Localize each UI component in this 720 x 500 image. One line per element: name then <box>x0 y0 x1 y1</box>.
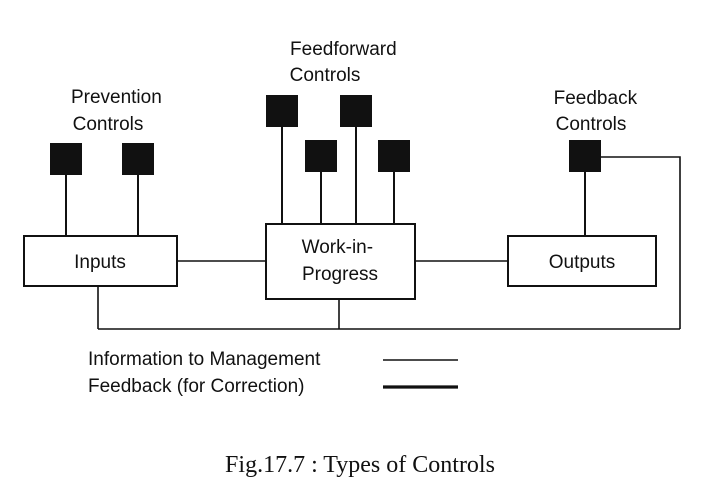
outputs-label: Outputs <box>549 252 616 273</box>
outputs-label-text: Outputs <box>549 252 616 273</box>
feedforward-control-square-2 <box>340 95 372 127</box>
inputs-label-text: Inputs <box>74 252 126 273</box>
feedback-loop-line <box>601 156 681 329</box>
legend-information-label: Information to Management <box>88 349 321 370</box>
prevention-control-square-2 <box>122 143 154 175</box>
information-lines <box>97 156 681 330</box>
feedback-controls-label: Feedback Controls <box>554 88 643 135</box>
control-connectors <box>65 127 586 236</box>
feedforward-controls-label: Feedforward Controls <box>290 39 402 86</box>
feedback-label-line-2: Controls <box>556 114 627 135</box>
feedforward-label-line-2: Controls <box>290 65 361 86</box>
figure-caption: Fig.17.7 : Types of Controls <box>225 452 495 478</box>
wip-label: Work-in- Progress <box>302 237 379 285</box>
feedforward-control-square-3 <box>305 140 337 172</box>
wip-label-line-2: Progress <box>302 264 378 285</box>
wip-box <box>265 223 416 300</box>
prevention-controls-label: Prevention Controls <box>71 87 167 135</box>
feedforward-label-line-1: Feedforward <box>290 39 397 60</box>
prevention-control-square-1 <box>50 143 82 175</box>
prevention-label-line-2: Controls <box>73 114 144 135</box>
feedforward-control-square-1 <box>266 95 298 127</box>
prevention-label-line-1: Prevention <box>71 87 162 108</box>
feedforward-control-square-4 <box>378 140 410 172</box>
feedback-control-square <box>569 140 601 172</box>
wip-label-line-1: Work-in- <box>302 237 373 258</box>
legend-feedback-label: Feedback (for Correction) <box>88 376 305 397</box>
inputs-label: Inputs <box>74 252 126 273</box>
feedback-label-line-1: Feedback <box>554 88 638 109</box>
